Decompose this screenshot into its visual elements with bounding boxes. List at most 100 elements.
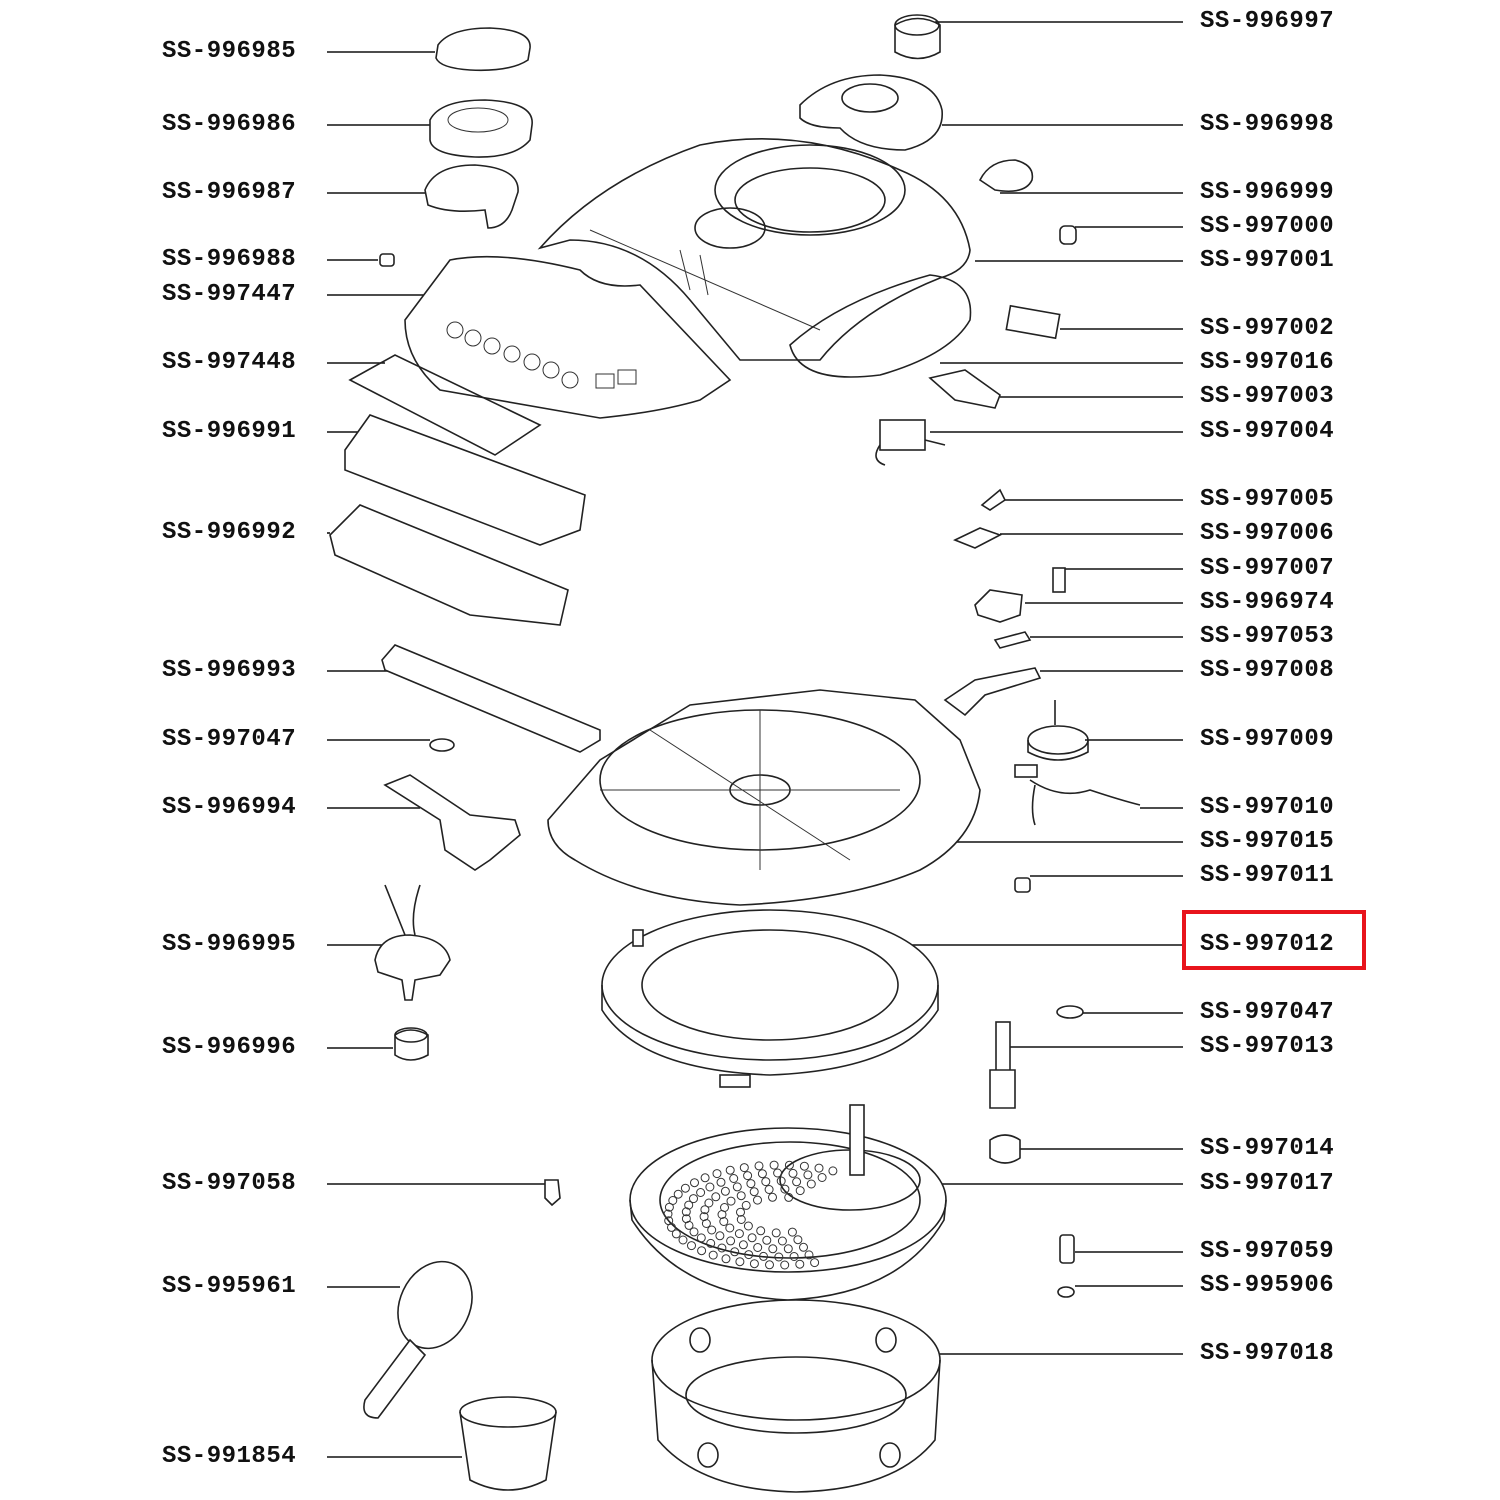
- part-label[interactable]: SS-997001: [1200, 247, 1335, 274]
- plate-hole: [704, 1198, 714, 1208]
- part-oring-997047-left: [429, 738, 455, 752]
- part-label[interactable]: SS-996985: [162, 38, 297, 65]
- part-control-panel-997447: [404, 255, 732, 419]
- part-label[interactable]: SS-997047: [1200, 999, 1335, 1026]
- plate-hole: [680, 1183, 690, 1193]
- plate-hole: [776, 1176, 786, 1186]
- plate-hole: [700, 1173, 710, 1183]
- part-wiring-997010: [1014, 764, 1141, 826]
- part-label[interactable]: SS-997017: [1200, 1170, 1335, 1197]
- part-label[interactable]: SS-997004: [1200, 418, 1335, 445]
- plate-hole: [754, 1161, 764, 1171]
- part-plate-996993: [381, 644, 601, 753]
- plate-hole: [771, 1228, 781, 1238]
- part-label[interactable]: SS-996974: [1200, 589, 1335, 616]
- part-label[interactable]: SS-996993: [162, 657, 297, 684]
- part-label[interactable]: SS-996991: [162, 418, 297, 445]
- part-label[interactable]: SS-996986: [162, 111, 297, 138]
- part-label[interactable]: SS-997016: [1200, 349, 1335, 376]
- plate-hole: [768, 1244, 778, 1254]
- plate-hole: [717, 1243, 727, 1253]
- part-steam-basket-997018: [651, 1299, 941, 1493]
- part-997002: [1005, 304, 1061, 340]
- plate-hole: [759, 1251, 768, 1261]
- part-label[interactable]: SS-997000: [1200, 213, 1335, 240]
- plate-hole: [773, 1168, 783, 1178]
- plate-hole: [726, 1236, 736, 1246]
- plate-hole: [787, 1227, 797, 1237]
- part-label[interactable]: SS-997053: [1200, 623, 1335, 650]
- plate-hole: [769, 1160, 779, 1170]
- plate-hole: [681, 1214, 691, 1224]
- part-label[interactable]: SS-996998: [1200, 111, 1335, 138]
- part-label[interactable]: SS-997013: [1200, 1033, 1335, 1060]
- plate-hole: [741, 1200, 751, 1210]
- part-label[interactable]: SS-996999: [1200, 179, 1335, 206]
- plate-hole: [696, 1233, 706, 1243]
- part-label[interactable]: SS-997008: [1200, 657, 1335, 684]
- part-label[interactable]: SS-996995: [162, 931, 297, 958]
- plate-hole: [789, 1252, 799, 1261]
- part-label[interactable]: SS-997014: [1200, 1135, 1335, 1162]
- part-997005: [980, 488, 1007, 511]
- plate-hole: [788, 1168, 798, 1178]
- plate-hole: [799, 1242, 808, 1252]
- plate-hole: [736, 1191, 746, 1201]
- part-label[interactable]: SS-995906: [1200, 1272, 1335, 1299]
- part-label[interactable]: SS-997011: [1200, 862, 1335, 889]
- part-label[interactable]: SS-991854: [162, 1443, 297, 1470]
- plate-hole: [706, 1238, 716, 1248]
- plate-hole: [746, 1179, 756, 1189]
- part-997008: [943, 667, 1042, 717]
- plate-hole: [726, 1196, 736, 1206]
- part-label[interactable]: SS-996994: [162, 794, 297, 821]
- plate-hole: [749, 1187, 759, 1197]
- plate-hole: [729, 1174, 739, 1183]
- part-label[interactable]: SS-997448: [162, 349, 297, 376]
- plate-hole: [784, 1192, 794, 1202]
- part-label[interactable]: SS-997003: [1200, 383, 1335, 410]
- part-label[interactable]: SS-997006: [1200, 520, 1335, 547]
- plate-hole: [780, 1184, 790, 1194]
- part-label[interactable]: SS-996992: [162, 519, 297, 546]
- plate-hole: [673, 1189, 683, 1199]
- plate-hole: [744, 1250, 754, 1260]
- part-997058: [544, 1179, 561, 1207]
- plate-hole: [735, 1257, 745, 1267]
- part-label[interactable]: SS-997009: [1200, 726, 1335, 753]
- plate-hole: [732, 1182, 742, 1192]
- part-997053: [993, 631, 1032, 649]
- part-label[interactable]: SS-995961: [162, 1273, 297, 1300]
- part-label[interactable]: SS-997058: [162, 1170, 297, 1197]
- part-label[interactable]: SS-996997: [1200, 8, 1335, 35]
- part-label[interactable]: SS-997059: [1200, 1238, 1335, 1265]
- part-measuring-cup-991854: [459, 1396, 557, 1491]
- part-label[interactable]: SS-997007: [1200, 555, 1335, 582]
- plate-hole: [736, 1215, 746, 1224]
- part-top-lid-997001: [537, 138, 971, 361]
- part-label[interactable]: SS-997002: [1200, 315, 1335, 342]
- part-label-film-997448: [348, 354, 542, 456]
- part-label[interactable]: SS-997015: [1200, 828, 1335, 855]
- plate-hole: [739, 1163, 749, 1173]
- part-label[interactable]: SS-997005: [1200, 486, 1335, 513]
- part-valve-997013: [989, 1021, 1016, 1109]
- plate-hole: [828, 1166, 838, 1176]
- plate-hole: [699, 1212, 709, 1222]
- part-label[interactable]: SS-997012: [1200, 931, 1335, 958]
- part-label[interactable]: SS-997047: [162, 726, 297, 753]
- part-ring-997012[interactable]: [601, 909, 939, 1088]
- part-rice-spoon-995961: [363, 1260, 473, 1419]
- part-label[interactable]: SS-996988: [162, 246, 297, 273]
- part-996996: [394, 1027, 429, 1061]
- part-997007: [1052, 567, 1066, 593]
- part-label[interactable]: SS-996996: [162, 1034, 297, 1061]
- part-label[interactable]: SS-996987: [162, 179, 297, 206]
- part-label[interactable]: SS-997447: [162, 281, 297, 308]
- part-label[interactable]: SS-997010: [1200, 794, 1335, 821]
- plate-hole: [765, 1260, 774, 1270]
- part-996974: [974, 589, 1023, 623]
- part-label[interactable]: SS-997018: [1200, 1340, 1335, 1367]
- plate-hole: [810, 1258, 820, 1268]
